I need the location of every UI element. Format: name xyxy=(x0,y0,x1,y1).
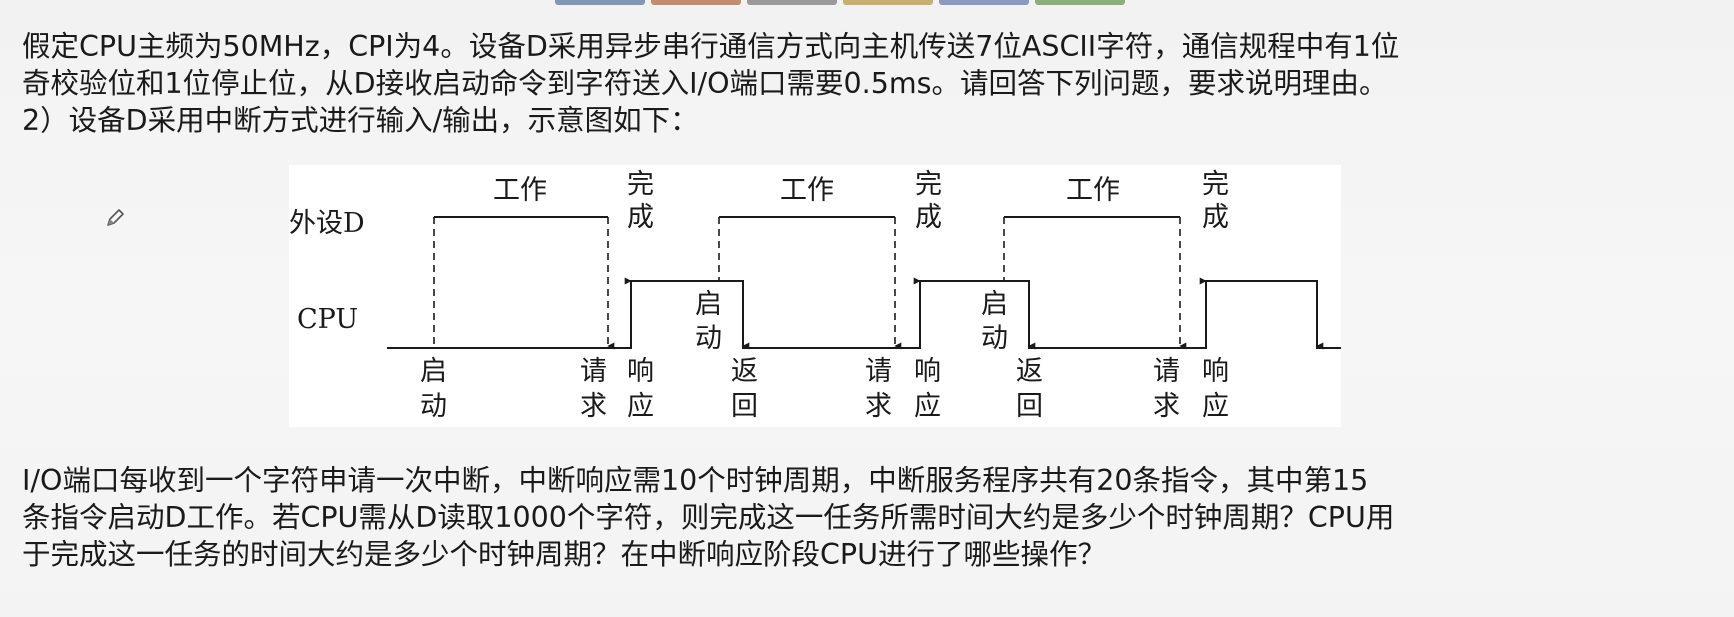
question-line-1: I/O端口每收到一个字符申请一次中断，中断响应需10个时钟周期，中断服务程序共有… xyxy=(22,464,1369,497)
cpu-waveform xyxy=(387,280,1341,349)
return-label-2: 返 回 xyxy=(1016,356,1043,422)
top-tab-5 xyxy=(939,0,1029,5)
svg-text:成: 成 xyxy=(915,202,942,233)
problem-intro: 假定CPU主频为50MHz，CPI为4。设备D采用异步串行通信方式向主机传送7位… xyxy=(22,28,1722,139)
top-tab-1 xyxy=(555,0,645,5)
svg-text:应: 应 xyxy=(914,391,941,422)
top-tab-strip xyxy=(555,0,1125,5)
request-label-3: 请 求 xyxy=(1153,356,1180,422)
top-tab-4 xyxy=(843,0,933,5)
question-line-2: 条指令启动D工作。若CPU需从D读取1000个字符，则完成这一任务所需时间大约是… xyxy=(22,501,1395,534)
work-label-2: 工作 xyxy=(780,175,834,206)
top-tab-3 xyxy=(747,0,837,5)
respond-label-2: 响 应 xyxy=(914,356,941,422)
svg-text:完: 完 xyxy=(627,169,654,200)
top-tab-6 xyxy=(1035,0,1125,5)
intro-line-2: 奇校验位和1位停止位，从D接收启动命令到字符送入I/O端口需要0.5ms。请回答… xyxy=(22,67,1388,100)
svg-text:求: 求 xyxy=(580,391,607,422)
svg-text:请: 请 xyxy=(1153,356,1180,387)
interrupt-timing-diagram: 外设D CPU 工作 工作 工作 xyxy=(289,165,1341,427)
svg-text:应: 应 xyxy=(627,391,654,422)
svg-text:返: 返 xyxy=(731,356,758,387)
question-line-3: 于完成这一任务的时间大约是多少个时钟周期？在中断响应阶段CPU进行了哪些操作？ xyxy=(22,538,1106,571)
svg-text:成: 成 xyxy=(627,202,654,233)
svg-text:回: 回 xyxy=(1016,391,1043,422)
work-label-1: 工作 xyxy=(493,175,547,206)
svg-text:响: 响 xyxy=(627,356,654,387)
svg-text:完: 完 xyxy=(915,169,942,200)
pencil-icon[interactable] xyxy=(104,207,126,229)
svg-text:动: 动 xyxy=(981,323,1008,354)
svg-text:成: 成 xyxy=(1202,202,1229,233)
dashed-connectors xyxy=(433,217,1324,350)
return-label-1: 返 回 xyxy=(731,356,758,422)
respond-label-1: 响 应 xyxy=(627,356,654,422)
svg-text:响: 响 xyxy=(1202,356,1229,387)
start-label-3: 启 动 xyxy=(981,289,1008,354)
svg-text:动: 动 xyxy=(420,391,447,422)
top-tab-2 xyxy=(651,0,741,5)
intro-line-3: 2）设备D采用中断方式进行输入/输出，示意图如下： xyxy=(22,104,699,137)
svg-text:求: 求 xyxy=(865,391,892,422)
start-label-1: 启 动 xyxy=(420,356,447,422)
work-label-3: 工作 xyxy=(1066,175,1120,206)
svg-text:请: 请 xyxy=(580,356,607,387)
device-row-label: 外设D xyxy=(289,208,365,239)
svg-text:返: 返 xyxy=(1016,356,1043,387)
svg-text:启: 启 xyxy=(981,289,1008,320)
svg-text:启: 启 xyxy=(695,289,722,320)
cpu-row-label: CPU xyxy=(297,304,358,335)
svg-text:应: 应 xyxy=(1202,391,1229,422)
svg-text:完: 完 xyxy=(1202,169,1229,200)
svg-text:回: 回 xyxy=(731,391,758,422)
done-label-1: 完 成 xyxy=(627,169,654,233)
svg-text:响: 响 xyxy=(914,356,941,387)
done-label-3: 完 成 xyxy=(1202,169,1229,233)
svg-text:求: 求 xyxy=(1153,391,1180,422)
respond-label-3: 响 应 xyxy=(1202,356,1229,422)
svg-text:请: 请 xyxy=(865,356,892,387)
request-label-1: 请 求 xyxy=(580,356,607,422)
request-label-2: 请 求 xyxy=(865,356,892,422)
start-label-2: 启 动 xyxy=(695,289,722,354)
problem-question: I/O端口每收到一个字符申请一次中断，中断响应需10个时钟周期，中断服务程序共有… xyxy=(22,462,1722,573)
intro-line-1: 假定CPU主频为50MHz，CPI为4。设备D采用异步串行通信方式向主机传送7位… xyxy=(22,30,1400,63)
done-label-2: 完 成 xyxy=(915,169,942,233)
svg-text:动: 动 xyxy=(695,323,722,354)
svg-text:启: 启 xyxy=(420,356,447,387)
